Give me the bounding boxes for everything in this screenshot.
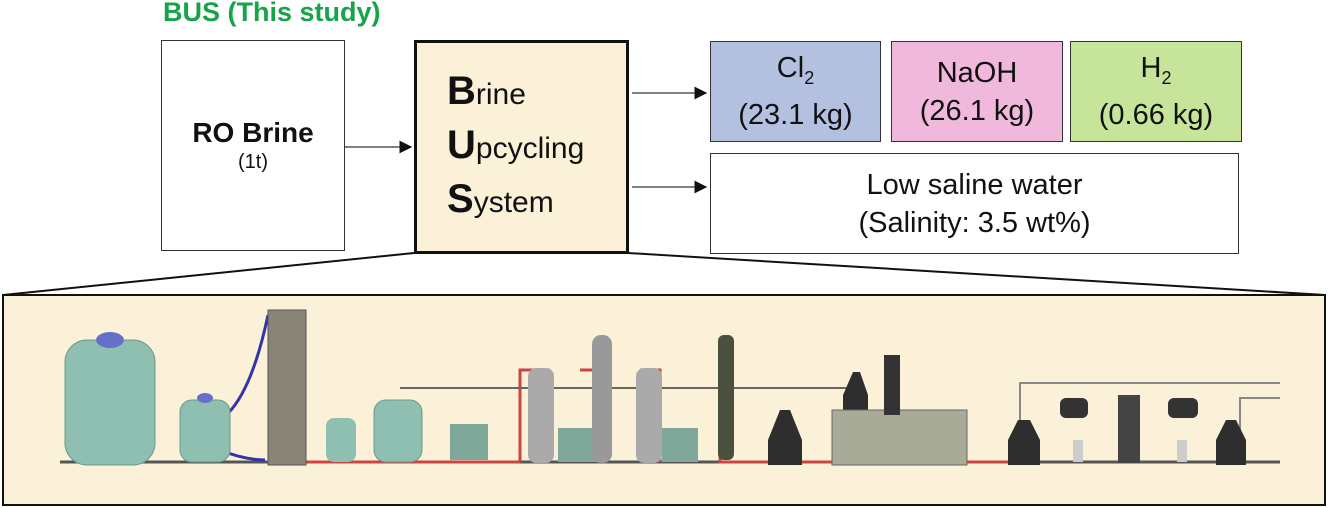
- cl2-amount: (23.1 kg): [738, 99, 853, 132]
- column-2: [636, 368, 662, 463]
- cl2-symbol: Cl: [776, 51, 805, 84]
- ro-brine-amount: (1t): [238, 151, 268, 173]
- h2-subscript: 2: [1161, 67, 1172, 88]
- system-illustration-panel: [2, 294, 1326, 506]
- water-name: Low saline water: [866, 168, 1083, 201]
- electrodialysis-stack: [267, 309, 307, 466]
- h2-output-box: H2 (0.66 kg): [1070, 41, 1242, 142]
- zoom-line-left: [2, 252, 415, 296]
- bus-rest-brine: rine: [475, 78, 526, 111]
- packed-column: [718, 335, 734, 460]
- ro-brine-box: RO Brine (1t): [161, 40, 345, 251]
- h2-name: H2: [1141, 49, 1172, 97]
- bus-rest-upcycling: pcycling: [475, 132, 585, 165]
- bus-line-system: System: [447, 174, 554, 228]
- small-tank: [179, 399, 231, 463]
- naoh-amount: (26.1 kg): [919, 94, 1035, 127]
- h2-amount: (0.66 kg): [1098, 99, 1214, 132]
- bus-line-upcycling: Upcycling: [447, 120, 584, 174]
- bus-cap-s: S: [447, 177, 474, 221]
- bus-system-box: Brine Upcycling System: [414, 40, 629, 254]
- naoh-name: NaOH: [936, 56, 1018, 89]
- electrolyzer-platform: [831, 409, 968, 466]
- cl2-name: Cl2: [777, 49, 814, 97]
- large-brine-tank: [64, 339, 156, 466]
- zoom-line-right: [627, 252, 1326, 296]
- bus-rest-system: ystem: [473, 186, 554, 219]
- bus-line-brine: Brine: [447, 66, 526, 120]
- diagram-title: BUS (This study): [163, 0, 381, 27]
- gas-cylinder: [592, 335, 612, 463]
- naoh-output-box: NaOH (26.1 kg): [891, 41, 1063, 142]
- low-saline-water-box: Low saline water (Salinity: 3.5 wt%): [710, 153, 1239, 254]
- bus-cap-u: U: [447, 123, 476, 167]
- ro-brine-label: RO Brine: [192, 117, 314, 148]
- h2-symbol: H: [1140, 51, 1162, 84]
- cl2-output-box: Cl2 (23.1 kg): [710, 41, 881, 142]
- column-1: [528, 368, 554, 463]
- water-detail: (Salinity: 3.5 wt%): [858, 206, 1091, 239]
- cl2-subscript: 2: [804, 67, 815, 88]
- bus-cap-b: B: [447, 69, 476, 113]
